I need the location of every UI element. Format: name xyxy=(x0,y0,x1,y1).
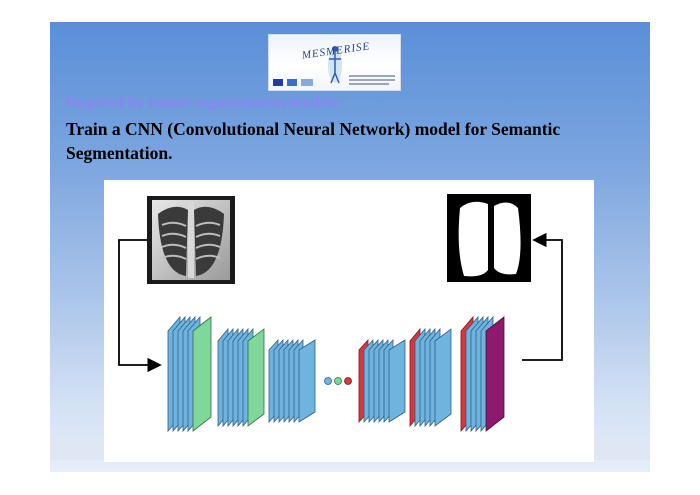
decoder-block-2 xyxy=(409,327,452,428)
cnn-segmentation-diagram xyxy=(104,180,594,462)
decoder-block-1 xyxy=(358,338,406,424)
output-arrow xyxy=(522,232,563,361)
encoder-block-1 xyxy=(167,315,212,433)
output-segmentation-mask xyxy=(447,194,531,282)
slide: MESMERISE Inspired by tumor segmentation… xyxy=(50,22,650,472)
input-xray-image xyxy=(147,196,235,284)
mesmerise-logo: MESMERISE xyxy=(268,34,401,91)
bottleneck-dots xyxy=(324,377,352,385)
input-arrow xyxy=(118,239,162,373)
slide-body-text: Train a CNN (Convolutional Neural Networ… xyxy=(66,119,561,163)
slide-subtitle: Inspired by tumor segmentation models xyxy=(66,94,338,111)
decoder-block-3 xyxy=(460,315,505,433)
encoder-block-2 xyxy=(217,327,265,428)
encoder-block-3 xyxy=(268,338,316,424)
